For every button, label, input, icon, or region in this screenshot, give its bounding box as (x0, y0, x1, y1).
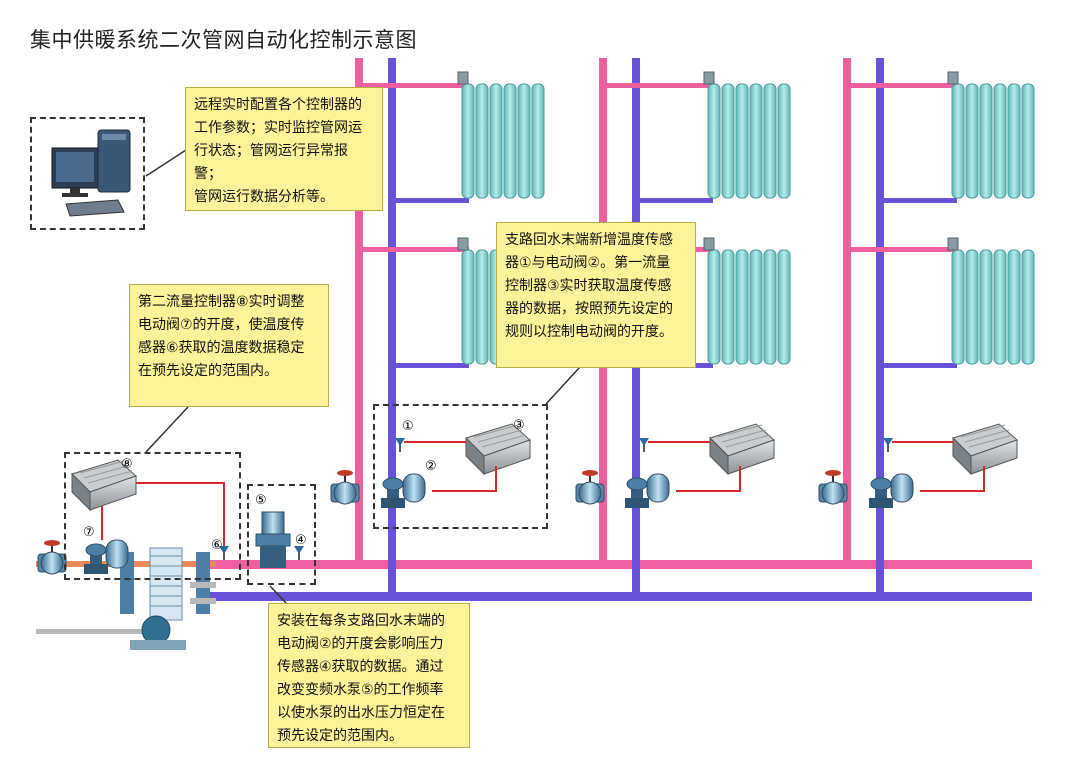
note-line: 电动阀⑦的开度，使温度传 (138, 317, 305, 333)
note-branch-control: 支路回水末端新增温度传感 器①与电动阀②。第一流量 控制器③实时获取温度传感 器… (496, 222, 696, 368)
marker-2: ② (425, 459, 437, 474)
marker-5: ⑤ (255, 493, 267, 508)
signal-wires (101, 441, 985, 548)
note-remote-monitoring: 远程实时配置各个控制器的 工作参数；实时监控管网运 行状态；管网运行异常报警； … (185, 87, 383, 211)
diagram-title: 集中供暖系统二次管网自动化控制示意图 (30, 28, 417, 52)
note-line: 规则以控制电动阀的开度。 (505, 324, 673, 340)
note-line: 远程实时配置各个控制器的 (194, 97, 362, 113)
note-line: 预先设定的范围内。 (277, 728, 403, 744)
marker-6: ⑥ (211, 538, 223, 553)
note-line: 改变变频水泵⑤的工作频率 (277, 682, 444, 698)
note-line: 行状态；管网运行异常报警； (194, 143, 348, 182)
note-line: 电动阀②的开度会影响压力 (277, 636, 444, 652)
note-second-flow-controller: 第二流量控制器⑧实时调整 电动阀⑦的开度，使温度传 感器⑥获取的温度数据稳定 在… (129, 284, 329, 407)
computer-workstation (51, 129, 131, 217)
note-pump-control: 安装在每条支路回水末端的 电动阀②的开度会影响压力 传感器④获取的数据。通过 改… (268, 603, 470, 748)
pump-frame (247, 484, 316, 585)
callout-lines (145, 149, 581, 604)
marker-7: ⑦ (83, 525, 95, 540)
pump-station (36, 539, 216, 650)
marker-3: ③ (513, 418, 525, 433)
note-line: 器的数据，按照预先设定的 (505, 301, 673, 317)
main-supply-pipe (210, 560, 1032, 569)
note-line: 工作参数；实时监控管网运 (194, 120, 362, 136)
note-line: 第二流量控制器⑧实时调整 (138, 294, 305, 310)
note-line: 以使水泵的出水压力恒定在 (277, 705, 445, 721)
marker-1: ① (402, 419, 414, 434)
marker-8: ⑧ (121, 457, 133, 472)
note-line: 在预先设定的范围内。 (138, 363, 278, 379)
note-line: 管网运行数据分析等。 (194, 189, 334, 205)
computer-frame (30, 117, 145, 230)
note-line: 安装在每条支路回水末端的 (277, 613, 445, 629)
temperature-sensors (218, 437, 894, 561)
note-line: 支路回水末端新增温度传感 (505, 232, 673, 248)
branch-control-frame (373, 404, 548, 529)
second-loop-frame (64, 452, 241, 580)
variable-frequency-pump (255, 511, 291, 568)
branch-controllers (465, 423, 1018, 475)
note-line: 感器⑥获取的温度数据稳定 (138, 340, 305, 356)
main-return-pipe (210, 592, 1032, 601)
note-line: 传感器④获取的数据。通过 (277, 659, 444, 675)
note-line: 控制器③实时获取温度传感 (505, 278, 672, 294)
note-line: 器①与电动阀②。第一流量 (505, 255, 671, 271)
marker-4: ④ (295, 533, 307, 548)
